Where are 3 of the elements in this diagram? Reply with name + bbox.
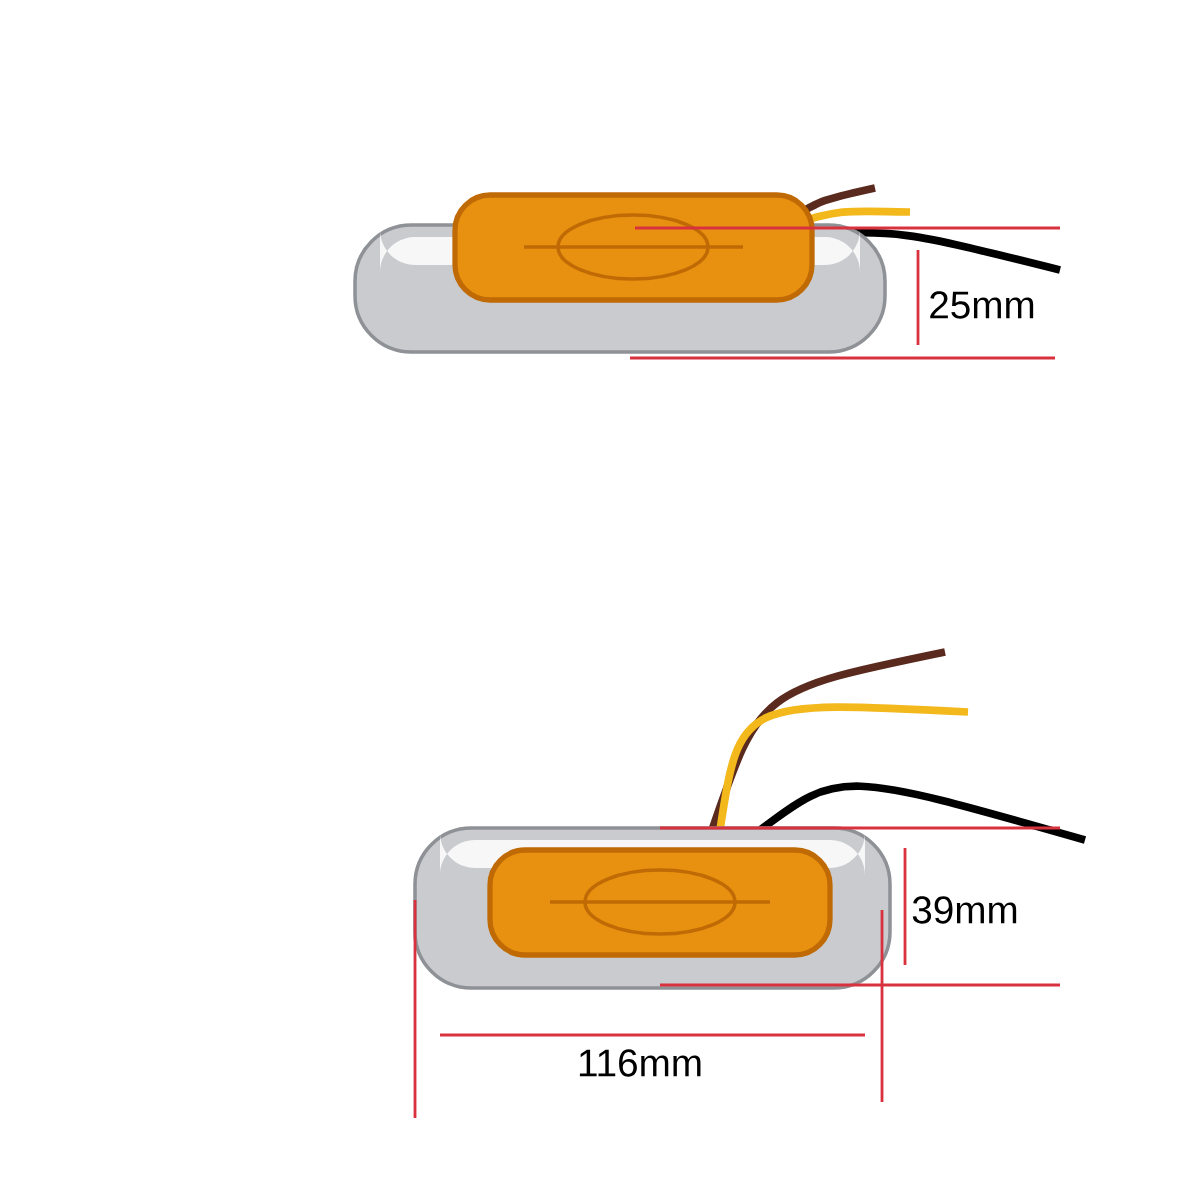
dimension-label: 39mm	[912, 896, 1017, 924]
dimension-label: 116mm	[579, 1049, 701, 1077]
dimension-label: 25mm	[930, 291, 1034, 319]
